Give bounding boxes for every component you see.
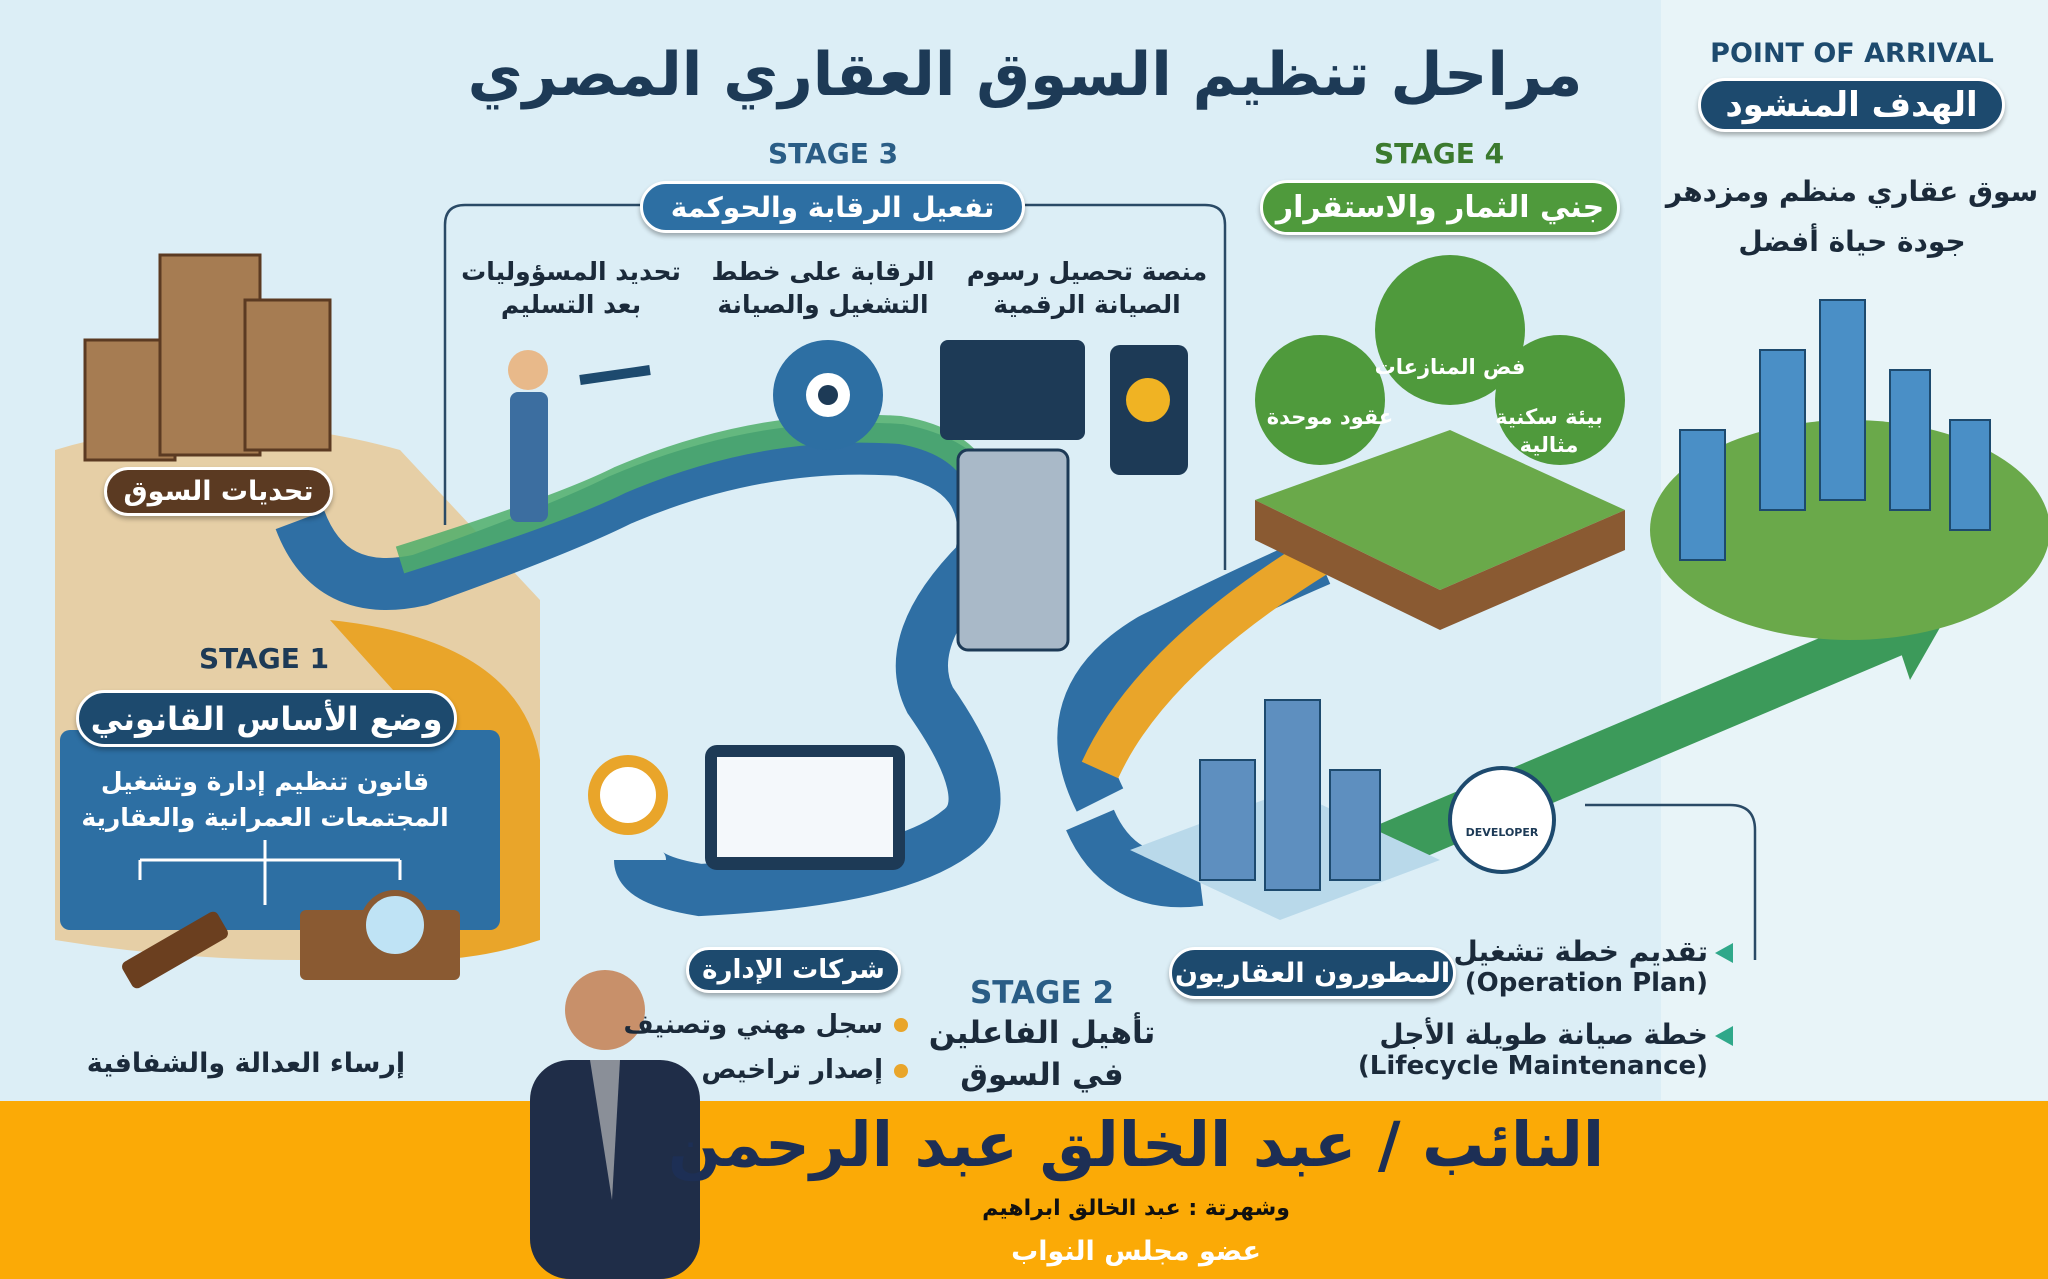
- arrival-city-island: [1650, 420, 2048, 640]
- stage3-label: STAGE 3: [767, 137, 899, 170]
- developer-badge-icon: [1448, 766, 1556, 874]
- coin-icon: [1126, 378, 1170, 422]
- footer-bar: [0, 1101, 2048, 1279]
- stage1-pill: وضع الأساس القانوني: [76, 690, 457, 747]
- arrival-pill: الهدف المنشود: [1698, 78, 2005, 132]
- tree-label: عقود موحدة: [1266, 405, 1394, 429]
- challenges-pill: تحديات السوق: [104, 467, 333, 516]
- arrow-to-stage4: [1081, 537, 1331, 779]
- footer-role: عضو مجلس النواب: [1011, 1236, 1261, 1267]
- dev-item: تقديم خطة تشغيل(Operation Plan): [1453, 935, 1708, 998]
- construction-buildings-icon: [1199, 699, 1381, 891]
- footer-name: النائب / عبد الخالق عبد الرحمن: [667, 1108, 1605, 1181]
- footer-alias: وشهرتة : عبد الخالق ابراهيم: [982, 1196, 1290, 1221]
- stage1-label: STAGE 1: [198, 642, 330, 675]
- arrival-line: جودة حياة أفضل: [1738, 225, 1966, 258]
- management-bullet: سجل مهني وتصنيف: [623, 1010, 883, 1040]
- stage1-footer: إرساء العدالة والشفافية: [86, 1048, 406, 1079]
- old-buildings-icon: [83, 253, 332, 462]
- stage4-label: STAGE 4: [1373, 137, 1505, 170]
- worker-icon: [508, 350, 548, 522]
- law-box: [60, 730, 500, 930]
- arrival-label: POINT OF ARRIVAL: [1710, 38, 1994, 69]
- handshake-icon: [579, 365, 651, 385]
- dashboard-icon: [940, 340, 1085, 440]
- management-pill: شركات الإدارة: [686, 947, 901, 993]
- gavel-icon: [122, 911, 228, 989]
- skyscrapers-icon: [1679, 299, 1991, 561]
- dev-item: خطة صيانة طويلة الأجل(Lifecycle Maintena…: [1357, 1018, 1708, 1081]
- kiosk-icon: [956, 448, 1070, 652]
- person-photo: [530, 970, 700, 1279]
- developer-badge-text: DEVELOPER: [1465, 826, 1539, 839]
- trees-icon: [1255, 255, 1625, 465]
- magnifier-icon: [360, 890, 430, 960]
- developers-pill: المطورون العقاريون: [1169, 947, 1456, 999]
- arrival-line: سوق عقاري منظم ومزدهر: [1665, 175, 2039, 208]
- tree-label: فض المنازعات: [1374, 355, 1526, 379]
- management-bullet: إصدار تراخيص: [701, 1055, 883, 1085]
- stage3-pill: تفعيل الرقابة والحوكمة: [640, 181, 1025, 233]
- page-title: مراحل تنظيم السوق العقاري المصري: [467, 40, 1583, 110]
- stage2-label: STAGE 2: [969, 975, 1115, 1011]
- stage3-bracket: [443, 203, 1227, 570]
- stage4-pill: جني الثمار والاستقرار: [1260, 180, 1620, 235]
